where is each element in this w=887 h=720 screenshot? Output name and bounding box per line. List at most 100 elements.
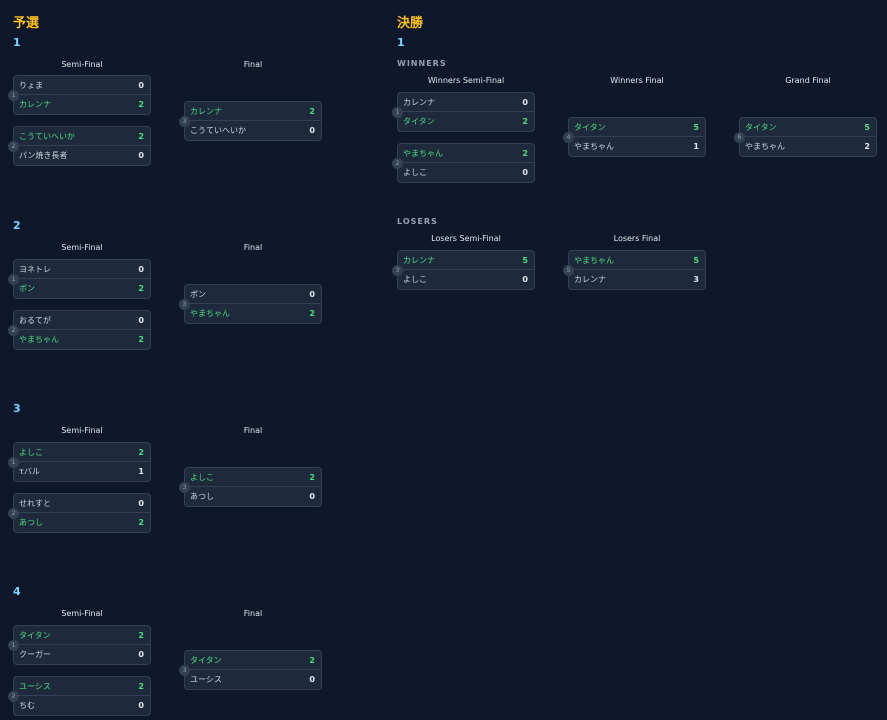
match-number-badge: 6 bbox=[734, 132, 745, 143]
player-score: 2 bbox=[522, 148, 528, 158]
player-name: カレンナ bbox=[403, 97, 435, 107]
player-score: 1 bbox=[138, 467, 144, 476]
player-name: やまちゃん bbox=[574, 142, 614, 151]
player-name: せれすと bbox=[19, 498, 51, 508]
player-score: 1 bbox=[693, 142, 699, 151]
player-name: ポン bbox=[19, 284, 35, 293]
player-score: 0 bbox=[522, 168, 528, 177]
player-name: ユーシス bbox=[19, 681, 51, 691]
player-name: あつし bbox=[190, 492, 214, 501]
player-score: 2 bbox=[138, 131, 144, 141]
group-2-label: 2 bbox=[13, 219, 21, 232]
winners-semi-label: Winners Semi-Final bbox=[427, 76, 505, 85]
player-name: こうていへいか bbox=[19, 131, 75, 141]
group-3-label: 3 bbox=[13, 402, 21, 415]
player-score: 2 bbox=[309, 309, 315, 318]
player-name: カレンナ bbox=[19, 100, 51, 109]
player-score: 0 bbox=[309, 492, 315, 501]
match-number-badge: 3 bbox=[179, 299, 190, 310]
qualifying-title: 予選 bbox=[13, 16, 40, 31]
player-row[interactable]: やまちゃん 1 bbox=[569, 137, 705, 156]
match-number-badge: 3 bbox=[179, 116, 190, 127]
player-row[interactable]: せれすと 0 bbox=[14, 494, 150, 513]
player-row[interactable]: τバル 1 bbox=[14, 462, 150, 481]
match-number-badge: 3 bbox=[392, 265, 403, 276]
player-name: カレンナ bbox=[574, 275, 606, 284]
player-row[interactable]: ユーシス 2 bbox=[14, 677, 150, 696]
player-score: 0 bbox=[138, 151, 144, 160]
finals-title: 決勝 bbox=[397, 16, 424, 31]
player-name: りょま bbox=[19, 80, 43, 90]
match-number-badge: 4 bbox=[563, 132, 574, 143]
player-score: 5 bbox=[693, 255, 699, 265]
player-score: 2 bbox=[138, 681, 144, 691]
player-name: タイタン bbox=[574, 122, 606, 132]
winners-final-label: Winners Final bbox=[610, 76, 664, 85]
group-1-final-label: Final bbox=[243, 60, 263, 69]
player-row[interactable]: あつし 0 bbox=[185, 487, 321, 506]
group-3-semi-label: Semi-Final bbox=[61, 426, 103, 435]
player-score: 0 bbox=[138, 498, 144, 508]
player-row[interactable]: こうていへいか 2 bbox=[14, 127, 150, 146]
player-score: 2 bbox=[309, 472, 315, 482]
player-score: 2 bbox=[138, 447, 144, 457]
player-score: 0 bbox=[309, 675, 315, 684]
player-name: やまちゃん bbox=[574, 255, 614, 265]
group-2-semi-label: Semi-Final bbox=[61, 243, 103, 252]
match-number-badge: 2 bbox=[8, 691, 19, 702]
player-name: ちむ bbox=[19, 701, 35, 710]
player-name: タイタン bbox=[403, 117, 435, 126]
player-score: 2 bbox=[138, 630, 144, 640]
player-name: タイタン bbox=[190, 655, 222, 665]
player-row[interactable]: やまちゃん 5 bbox=[569, 251, 705, 270]
player-name: τバル bbox=[19, 467, 40, 476]
